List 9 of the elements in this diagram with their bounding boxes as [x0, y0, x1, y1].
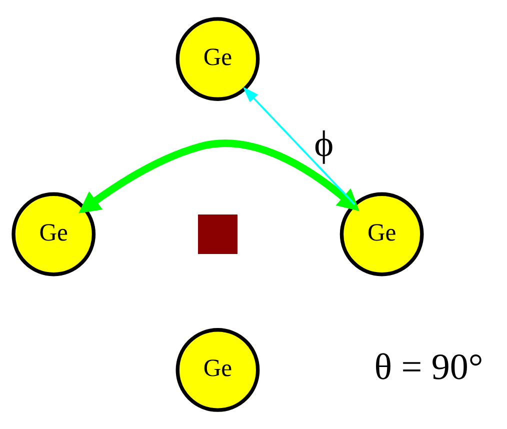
node-circle: Ge [176, 17, 260, 101]
arrow [242, 86, 356, 206]
arrow [78, 140, 360, 214]
label: θ = 90° [374, 347, 484, 388]
edge-label: ϕ [314, 124, 334, 165]
node-circle: Ge [176, 328, 260, 412]
node-box [198, 214, 238, 254]
node-circle: Ge [340, 192, 424, 276]
node-circle: Ge [12, 192, 96, 276]
